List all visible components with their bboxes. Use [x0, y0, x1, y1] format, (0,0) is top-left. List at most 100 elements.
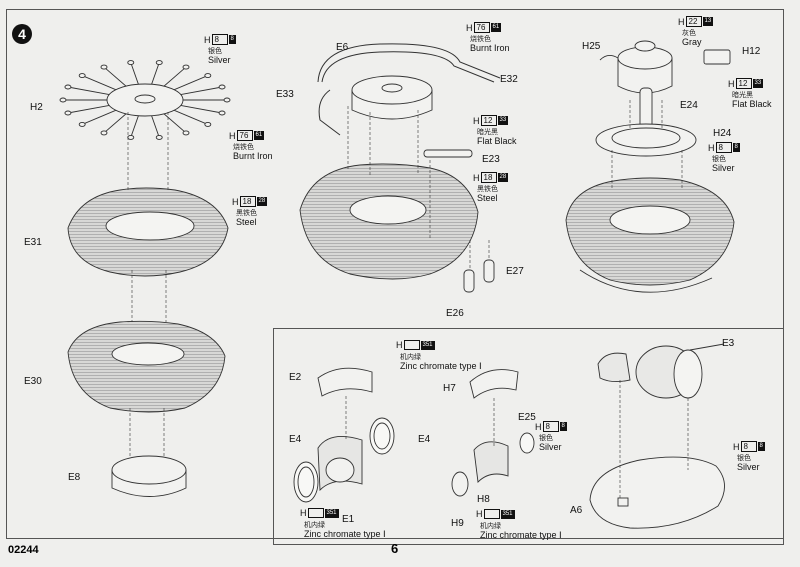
- spoke-tip: [155, 60, 163, 66]
- cylinder-ring-center: [299, 163, 479, 280]
- paint-number-box: 22: [685, 16, 702, 27]
- spoke-tip: [204, 73, 212, 79]
- part-label: H9: [451, 518, 464, 529]
- exhaust-collector-e32: [317, 43, 501, 136]
- engine-assembled-right: [565, 177, 735, 293]
- part-label: H8: [477, 494, 490, 505]
- part-label: E4: [418, 434, 431, 445]
- paint-name-en: Flat Black: [477, 136, 517, 146]
- spoke: [173, 86, 223, 97]
- spoke-tip: [59, 97, 67, 103]
- spoke: [173, 103, 223, 114]
- paint-name-cn: 机内绿: [304, 522, 325, 529]
- paint-number-box: 8: [211, 34, 228, 45]
- paint-number-box: [307, 508, 324, 518]
- gear-e4-left: [293, 461, 319, 503]
- part-h7: [469, 369, 519, 399]
- paint-name-cn: 暗光黑: [732, 92, 753, 99]
- paint-name-en: Silver: [737, 462, 760, 472]
- paint-prefix: H: [473, 115, 480, 126]
- part-label: E32: [500, 74, 518, 85]
- paint-name-cn: 烧铁色: [233, 144, 254, 151]
- paint-prefix: H: [229, 130, 236, 141]
- paint-name-cn: 烧铁色: [470, 36, 491, 43]
- part-label: E8: [68, 472, 81, 483]
- paint-ref: 33: [497, 116, 509, 125]
- alignment-lines-center: [347, 106, 490, 270]
- paint-name-cn: 暗光黑: [477, 129, 498, 136]
- spoke-tip: [218, 84, 226, 90]
- paint-ref: 8: [228, 35, 236, 44]
- paint-prefix: H: [733, 441, 740, 452]
- paint-name-en: Zinc chromate type Ⅰ: [400, 361, 482, 371]
- cylinder-bank-e31: [67, 187, 229, 277]
- paint-number-box: 12: [480, 115, 497, 126]
- paint-ref: 351: [324, 508, 339, 518]
- paint-name-cn: 黑铁色: [236, 210, 257, 217]
- part-label: E30: [24, 376, 42, 387]
- spoke-tip: [100, 64, 108, 70]
- paint-name-en: Flat Black: [732, 99, 772, 109]
- kit-code: 02244: [8, 544, 39, 556]
- paint-prefix: H: [476, 509, 483, 519]
- paint-prefix: H: [232, 196, 239, 207]
- paint-ref: 28: [497, 173, 509, 182]
- spoke-tip: [223, 97, 231, 103]
- paint-name-cn: 银色: [737, 455, 751, 462]
- paint-prefix: H: [473, 172, 480, 183]
- paint-number-box: [483, 509, 500, 519]
- paint-name-cn: 银色: [539, 435, 553, 442]
- paint-ref: 351: [500, 509, 515, 519]
- spoke-tip: [182, 130, 190, 136]
- paint-name-cn: 银色: [712, 156, 726, 163]
- spoke-tip: [127, 60, 135, 66]
- part-label: E27: [506, 266, 524, 277]
- paint-prefix: H: [204, 34, 211, 45]
- crankcase-e30: [67, 320, 226, 413]
- base-a6: [589, 456, 725, 529]
- paint-name-en: Silver: [208, 55, 231, 65]
- crank-cover-e6: [351, 75, 433, 120]
- part-label: E4: [289, 434, 302, 445]
- part-label: E26: [446, 308, 464, 319]
- part-label: A6: [570, 505, 583, 516]
- spoke-tip: [78, 73, 86, 79]
- paint-prefix: H: [535, 421, 542, 432]
- paint-ref: 8: [559, 422, 567, 431]
- part-label: E1: [342, 514, 355, 525]
- part-label: H24: [713, 128, 732, 139]
- page-border: [6, 9, 784, 539]
- gear-e4-right: [369, 417, 395, 455]
- paint-name-en: Gray: [682, 37, 702, 47]
- part-label: E31: [24, 237, 42, 248]
- paint-name-cn: 银色: [208, 48, 222, 55]
- spoke-tip: [64, 110, 72, 116]
- paint-code: H 351: [476, 509, 515, 519]
- paint-name-en: Burnt Iron: [233, 151, 273, 161]
- part-label: E2: [289, 372, 302, 383]
- paint-prefix: H: [466, 22, 473, 33]
- paint-name-cn: 灰色: [682, 30, 696, 37]
- spoke: [67, 86, 117, 97]
- paint-ref: 351: [420, 340, 435, 350]
- governor-assembly: [597, 343, 725, 399]
- paint-name-en: Zinc chromate type Ⅰ: [304, 529, 386, 539]
- paint-number-box: 18: [480, 172, 497, 183]
- spoke-tip: [64, 84, 72, 90]
- propeller-hub-h2: [59, 60, 231, 140]
- part-label: H25: [582, 41, 601, 52]
- paint-prefix: H: [708, 142, 715, 153]
- part-label: E3: [722, 338, 735, 349]
- spoke-tip: [182, 64, 190, 70]
- paint-ref: 33: [752, 79, 764, 88]
